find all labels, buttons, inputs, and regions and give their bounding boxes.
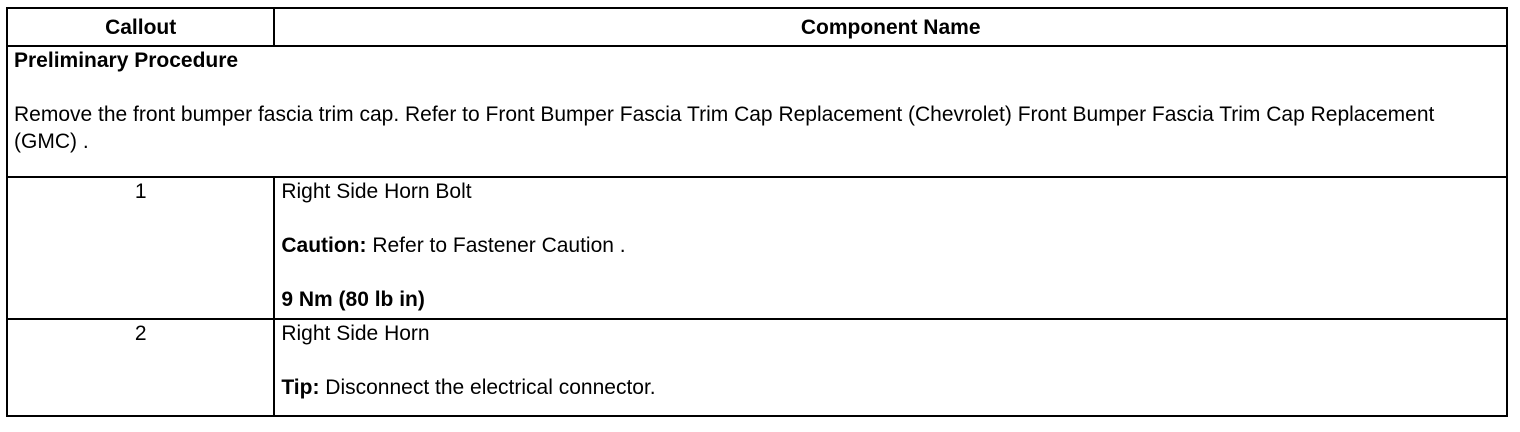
callout-number: 2: [5, 318, 276, 417]
table-row: 1 Right Side Horn Bolt Caution: Refer to…: [5, 176, 1508, 320]
preliminary-text: Remove the front bumper fascia trim cap.…: [14, 103, 1435, 153]
component-name: Right Side Horn Bolt: [281, 180, 472, 203]
preliminary-row: Preliminary Procedure Remove the front b…: [6, 45, 1508, 178]
torque-spec: 9 Nm (80 lb in): [281, 288, 425, 311]
component-table: Callout Component Name Preliminary Proce…: [5, 7, 1508, 417]
component-cell: Right Side Horn Tip: Disconnect the elec…: [273, 318, 1508, 417]
caution-label: Caution:: [281, 234, 367, 257]
caution-note: Caution: Refer to Fastener Caution .: [281, 232, 1500, 259]
header-callout: Callout: [5, 7, 276, 47]
header-component-name: Component Name: [273, 7, 1508, 47]
tip-text: Disconnect the electrical connector.: [319, 376, 656, 399]
tip-label: Tip:: [281, 376, 320, 399]
preliminary-title: Preliminary Procedure: [14, 49, 239, 72]
caution-text: Refer to Fastener Caution .: [366, 234, 626, 257]
preliminary-cell: Preliminary Procedure Remove the front b…: [6, 45, 1508, 178]
table-header-row: Callout Component Name: [5, 7, 1508, 47]
component-cell: Right Side Horn Bolt Caution: Refer to F…: [273, 176, 1508, 320]
tip-note: Tip: Disconnect the electrical connector…: [281, 374, 1500, 401]
table-row: 2 Right Side Horn Tip: Disconnect the el…: [5, 318, 1508, 417]
component-name: Right Side Horn: [281, 322, 430, 345]
callout-number: 1: [5, 176, 276, 320]
